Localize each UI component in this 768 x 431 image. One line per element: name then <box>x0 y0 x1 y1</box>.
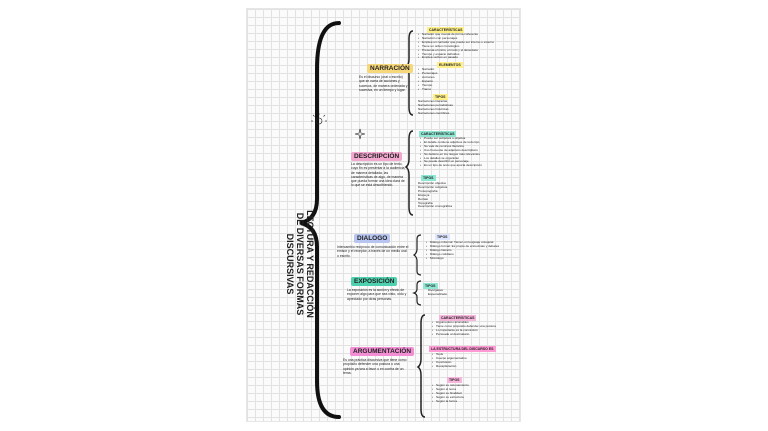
list-item: Se vale de recursos literarios <box>420 144 482 149</box>
desc-descripcion: La descripción es un tipo de texto, cuyo… <box>351 162 406 188</box>
list-item: Tiempo <box>418 83 437 88</box>
heading-descripcion: DESCRIPCIÓN <box>351 152 403 161</box>
list-item: Persuade al destinatario <box>432 332 496 337</box>
list-item: Narraciones científicas <box>418 110 450 115</box>
list-narracion-caracteristicas: Narrador que cuenta de forma coherente N… <box>417 32 494 61</box>
sub-argumentacion-caracteristicas: CARACTERÍSTICAS <box>439 315 477 321</box>
list-item: Los detalles se organizan <box>420 156 482 161</box>
list-item: Uso frecuente de adjetivos descriptivos <box>420 148 482 153</box>
sub-argumentacion-estructura: LA ESTRUCTURA DEL DISCURSO ES <box>429 346 496 352</box>
brace-narracion <box>404 30 414 116</box>
main-title: LECTURA Y REDACCIÓN DE DIVERSAS FORMAS D… <box>285 210 315 318</box>
heading-exposicion: EXPOSICIÓN <box>351 277 398 286</box>
mind-map-canvas: LECTURA Y REDACCIÓN DE DIVERSAS FORMAS D… <box>246 8 521 422</box>
list-item: Prosopografía <box>418 188 438 193</box>
list-item: Argumentos razonables <box>432 320 496 325</box>
list-item: Diálogo cotidiano <box>426 252 499 257</box>
list-item: Descripción cronográfica <box>418 204 453 209</box>
list-item: Descripción objetiva <box>418 181 446 185</box>
list-item: Narraciones históricas <box>418 106 449 111</box>
list-descripcion-caracteristicas: Puede ser subjetiva u objetiva El detall… <box>419 136 482 168</box>
list-narracion-elementos: Narrador Personajes Acciones Espacio Tie… <box>417 67 438 92</box>
list-item: Diálogo formal: Es propio de entrevistas… <box>426 244 499 249</box>
brace-descripcion <box>404 130 414 216</box>
list-item: Espacio <box>418 79 437 84</box>
desc-dialogo: Intercambio recíproco de comunicación en… <box>337 245 409 258</box>
sparkle-icon <box>354 128 366 140</box>
list-descripcion-tipos: Descripción objetiva Descripción subjeti… <box>413 181 453 209</box>
list-item: Narración con personajes <box>418 36 494 41</box>
list-item: Es un tipo de texto que aporta descripci… <box>420 163 482 168</box>
brace-exposicion <box>412 280 422 306</box>
list-item: Tiempo y espacio definidos <box>418 52 494 57</box>
connector-lines <box>300 21 426 419</box>
sub-narracion-tipos: TIPOS <box>433 94 448 100</box>
list-argumentacion-tipos: Según su razonamiento Según el tema Segú… <box>431 383 469 404</box>
list-item: Tiene como propósito defender una postur… <box>432 324 496 329</box>
list-item: Etopeya <box>418 192 430 197</box>
list-item: Se detiene en los rasgos más relevantes <box>420 152 482 157</box>
list-item: Según su finalidad <box>432 391 469 396</box>
heading-narracion: NARRACIÓN <box>367 64 413 73</box>
list-item: Acciones <box>418 75 437 80</box>
sub-narracion-elementos: ELEMENTOS <box>437 62 463 68</box>
list-exposicion-tipos: Divulgativo Especializado <box>423 288 448 297</box>
list-item: Retrato <box>418 196 429 201</box>
lightbulb-icon <box>311 113 327 125</box>
desc-argumentacion: Es una práctica discursiva que tiene com… <box>343 358 407 375</box>
sub-descripcion-caracteristicas: CARACTERÍSTICAS <box>419 131 457 137</box>
list-dialogo-tipos: Diálogo informal: Tienen un lenguaje col… <box>425 240 499 261</box>
list-item: Narrador <box>418 67 437 72</box>
list-item: Se puede describir un personaje <box>420 160 482 165</box>
list-item: Personajes <box>418 71 438 76</box>
list-item: Narrador que cuenta de forma coherente <box>418 32 494 37</box>
list-argumentacion-caracteristicas: Argumentos razonables Tiene como propósi… <box>431 320 496 337</box>
list-item: Cuerpo argumentativo <box>432 356 467 361</box>
sub-argumentacion-tipos: TIPOS <box>447 377 462 383</box>
list-item: Según el tema <box>432 387 469 392</box>
list-item: Emplea verbos en pasado <box>418 56 494 61</box>
sub-narracion-caracteristicas: CARACTERÍSTICAS <box>427 27 465 33</box>
list-item: Diálogo informal: Tienen un lenguaje col… <box>426 240 499 245</box>
sub-exposicion-tipos: TIPOS <box>423 283 438 289</box>
list-item: Emplea un narrador que puede ser interno… <box>418 40 494 45</box>
list-item: Según su razonamiento <box>432 383 469 388</box>
brace-dialogo <box>412 234 422 276</box>
list-argumentacion-estructura: Tesis Cuerpo argumentativo Conclusión Re… <box>431 352 467 369</box>
list-narracion-tipos: Narraciones literarias Narraciones perio… <box>413 99 453 116</box>
list-item: El detalle contiene adjetivos de todo ti… <box>420 140 482 145</box>
list-item: Presenta el inicio, el nudo y el desenla… <box>418 48 494 53</box>
sub-dialogo-tipos: TIPOS <box>435 234 450 240</box>
list-item: Narraciones periodísticas <box>418 102 453 107</box>
desc-exposicion: La exposición es la acción y efecto de e… <box>347 288 407 301</box>
list-item: Monólogo <box>426 256 499 261</box>
list-item: Divulgativo <box>428 288 444 292</box>
brace-argumentacion <box>416 314 426 418</box>
list-item: Según la forma <box>432 399 469 404</box>
list-item: Puede ser subjetiva u objetiva <box>420 136 482 141</box>
list-item: Especializado <box>428 291 448 296</box>
list-item: Tiene un orden cronológico <box>418 44 494 49</box>
list-item: Tesis <box>432 352 467 357</box>
list-item: Conclusión <box>432 360 467 365</box>
main-brace <box>300 21 341 419</box>
list-item: Descripción subjetiva <box>418 184 448 189</box>
list-item: Recapitulación <box>432 364 467 369</box>
list-item: Según su estructura <box>432 395 469 400</box>
desc-narracion: Es el discurso (oral o escrito) que se n… <box>359 75 408 92</box>
list-item: Trama <box>418 87 437 92</box>
list-item: Diálogo literario <box>426 248 499 253</box>
list-item: Topografía <box>418 200 433 205</box>
heading-argumentacion: ARGUMENTACIÓN <box>350 347 415 356</box>
list-item: Lo importante es la convicción <box>432 328 496 333</box>
list-item: Narraciones literarias <box>418 99 448 103</box>
heading-dialogo: DIALOGO <box>354 234 391 243</box>
sub-descripcion-tipos: TIPOS <box>421 175 436 181</box>
